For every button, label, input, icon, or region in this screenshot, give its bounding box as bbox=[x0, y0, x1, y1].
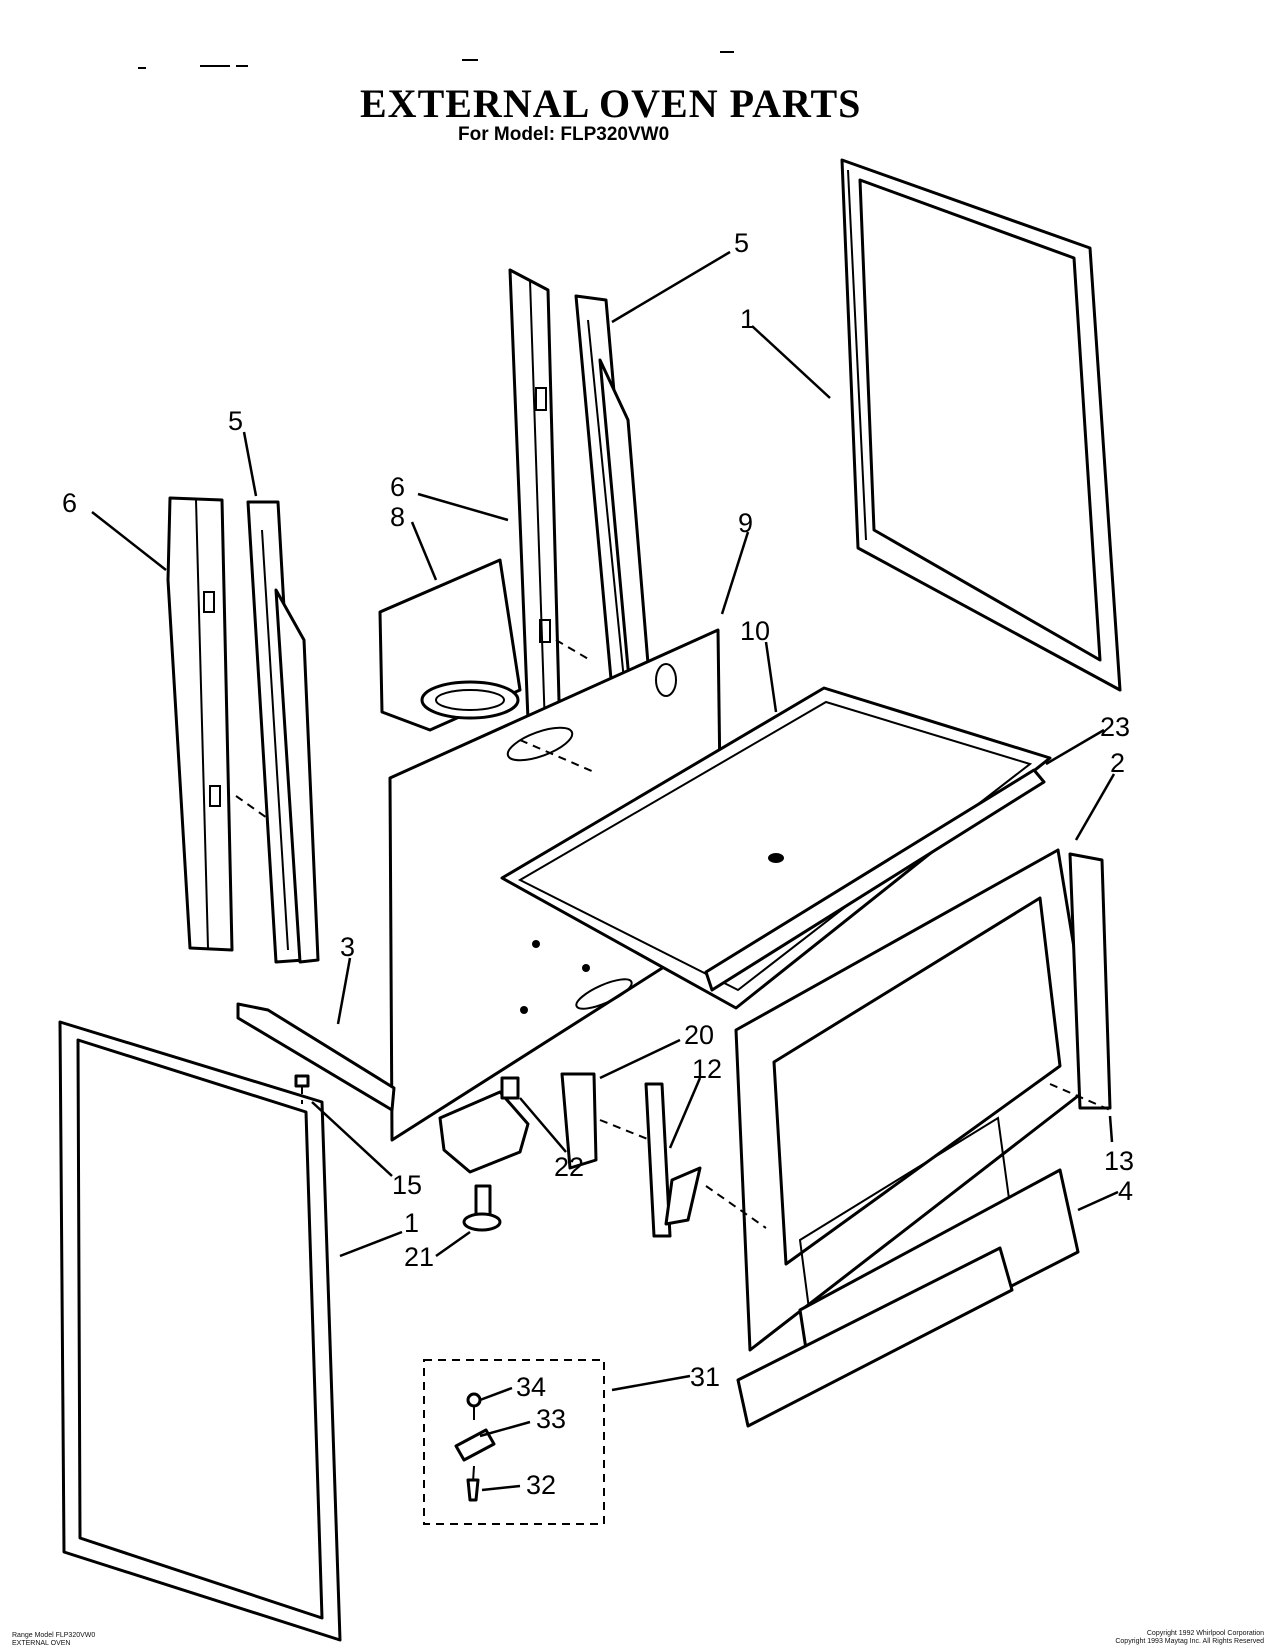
callout-34: 34 bbox=[516, 1372, 546, 1402]
footer-model: Range Model FLP320VW0 bbox=[12, 1632, 96, 1639]
callout-1: 1 bbox=[404, 1208, 419, 1238]
scan-marks bbox=[138, 51, 734, 69]
hardware-group-box bbox=[423, 1359, 605, 1525]
callout-22: 22 bbox=[554, 1152, 584, 1182]
burner-bracket-center bbox=[574, 294, 652, 692]
page-title: EXTERNAL OVEN PARTS bbox=[360, 81, 862, 126]
oven-top-plate bbox=[500, 686, 1052, 1010]
callout-12: 12 bbox=[692, 1054, 722, 1084]
callout-13: 13 bbox=[1104, 1146, 1134, 1176]
callout-5: 5 bbox=[734, 228, 749, 258]
footer-copyright-1: Copyright 1992 Whirlpool Corporation bbox=[1146, 1630, 1264, 1637]
footer-section: EXTERNAL OVEN bbox=[12, 1640, 71, 1647]
side-panel-right bbox=[840, 158, 1122, 692]
callout-9: 9 bbox=[738, 508, 753, 538]
footer-right: Copyright 1992 Whirlpool Corporation Cop… bbox=[1004, 1630, 1264, 1646]
leader-lines bbox=[91, 250, 1119, 1492]
callout-8: 8 bbox=[390, 502, 405, 532]
callout-20: 20 bbox=[684, 1020, 714, 1050]
callout-6: 6 bbox=[62, 488, 77, 518]
oven-front-frame bbox=[734, 848, 1112, 1352]
callout-32: 32 bbox=[526, 1470, 556, 1500]
screw-15 bbox=[294, 1074, 310, 1104]
door-hinge bbox=[644, 1082, 702, 1238]
model-subtitle: For Model: FLP320VW0 bbox=[458, 124, 670, 145]
clip-22 bbox=[500, 1076, 520, 1100]
lower-rail bbox=[236, 1002, 396, 1112]
callout-4: 4 bbox=[1118, 1176, 1133, 1206]
callout-5: 5 bbox=[228, 406, 243, 436]
vent-duct bbox=[378, 558, 522, 732]
callout-31: 31 bbox=[690, 1362, 720, 1392]
burner-bracket-left bbox=[246, 500, 320, 964]
hinge-bracket bbox=[560, 1072, 598, 1170]
side-panel-left bbox=[58, 1020, 342, 1642]
callout-1: 1 bbox=[740, 304, 755, 334]
footer-copyright-2: Copyright 1993 Maytag Inc. All Rights Re… bbox=[1115, 1638, 1264, 1645]
callout-10: 10 bbox=[740, 616, 770, 646]
bottom-bracket bbox=[438, 1090, 530, 1174]
callout-labels: 5 1 5 6 6 8 9 10 23 2 3 20 12 15 22 13 4… bbox=[62, 228, 1134, 1500]
callout-15: 15 bbox=[392, 1170, 422, 1200]
callout-3: 3 bbox=[340, 932, 355, 962]
callout-2: 2 bbox=[1110, 748, 1125, 778]
callout-21: 21 bbox=[404, 1242, 434, 1272]
assembly-lines bbox=[235, 639, 1111, 1229]
lower-trim bbox=[736, 1246, 1014, 1428]
leveling-leg bbox=[462, 1184, 502, 1232]
side-rail-left bbox=[166, 496, 234, 952]
callout-6: 6 bbox=[390, 472, 405, 502]
callout-23: 23 bbox=[1100, 712, 1130, 742]
footer-left: Range Model FLP320VW0 EXTERNAL OVEN bbox=[12, 1632, 95, 1648]
callout-33: 33 bbox=[536, 1404, 566, 1434]
front-trim-strip bbox=[704, 768, 1046, 992]
